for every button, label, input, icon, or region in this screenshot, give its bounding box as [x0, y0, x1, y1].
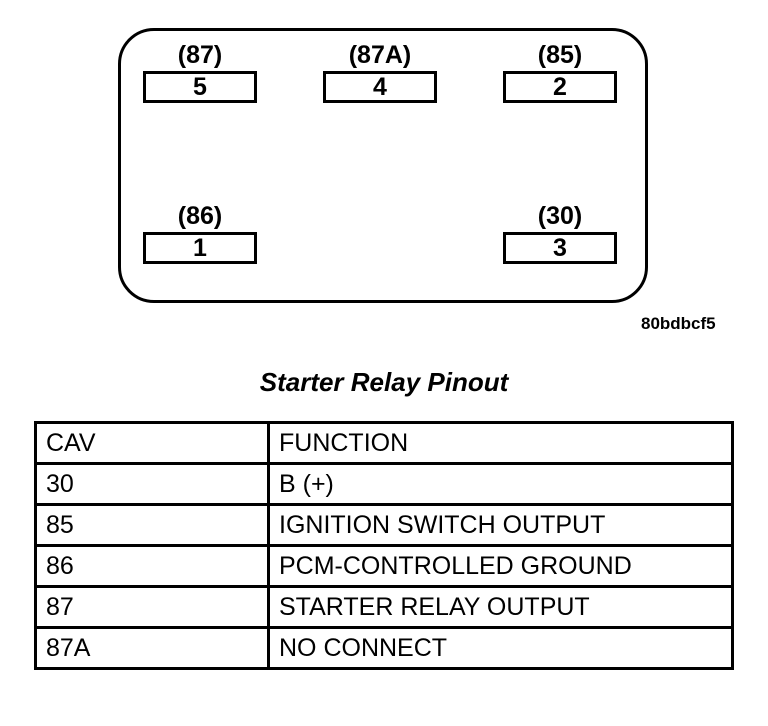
function-cell: STARTER RELAY OUTPUT	[267, 585, 734, 629]
pin-terminal-label: (86)	[177, 202, 223, 230]
function-cell: B (+)	[267, 462, 734, 506]
pin-terminal-label: (87A)	[348, 41, 412, 69]
pin-terminal-label: (30)	[537, 202, 583, 230]
pin-85: (85) 2	[503, 42, 617, 103]
cav-cell: 87	[34, 585, 270, 629]
cav-cell: 86	[34, 544, 270, 588]
pin-87: (87) 5	[143, 42, 257, 103]
table-row: 85 IGNITION SWITCH OUTPUT	[34, 503, 734, 547]
cav-cell: 87A	[34, 626, 270, 670]
column-header-cav: CAV	[34, 421, 270, 465]
cav-cell: 30	[34, 462, 270, 506]
pin-cavity-box: 1	[143, 232, 257, 264]
table-row: 87 STARTER RELAY OUTPUT	[34, 585, 734, 629]
table-row: 30 B (+)	[34, 462, 734, 506]
figure-code: 80bdbcf5	[641, 314, 716, 333]
pin-30: (30) 3	[503, 203, 617, 264]
function-cell: PCM-CONTROLLED GROUND	[267, 544, 734, 588]
pin-cavity-box: 5	[143, 71, 257, 103]
column-header-function: FUNCTION	[267, 421, 734, 465]
pin-87a: (87A) 4	[323, 42, 437, 103]
table-header-row: CAV FUNCTION	[34, 421, 734, 465]
table-row: 87A NO CONNECT	[34, 626, 734, 670]
table-row: 86 PCM-CONTROLLED GROUND	[34, 544, 734, 588]
function-cell: IGNITION SWITCH OUTPUT	[267, 503, 734, 547]
pin-terminal-label: (85)	[537, 41, 583, 69]
pin-86: (86) 1	[143, 203, 257, 264]
function-cell: NO CONNECT	[267, 626, 734, 670]
pinout-table: CAV FUNCTION 30 B (+) 85 IGNITION SWITCH…	[34, 421, 734, 670]
pin-cavity-box: 2	[503, 71, 617, 103]
cav-cell: 85	[34, 503, 270, 547]
pin-cavity-box: 4	[323, 71, 437, 103]
pin-cavity-box: 3	[503, 232, 617, 264]
pin-terminal-label: (87)	[177, 41, 223, 69]
diagram-title: Starter Relay Pinout	[259, 367, 509, 397]
